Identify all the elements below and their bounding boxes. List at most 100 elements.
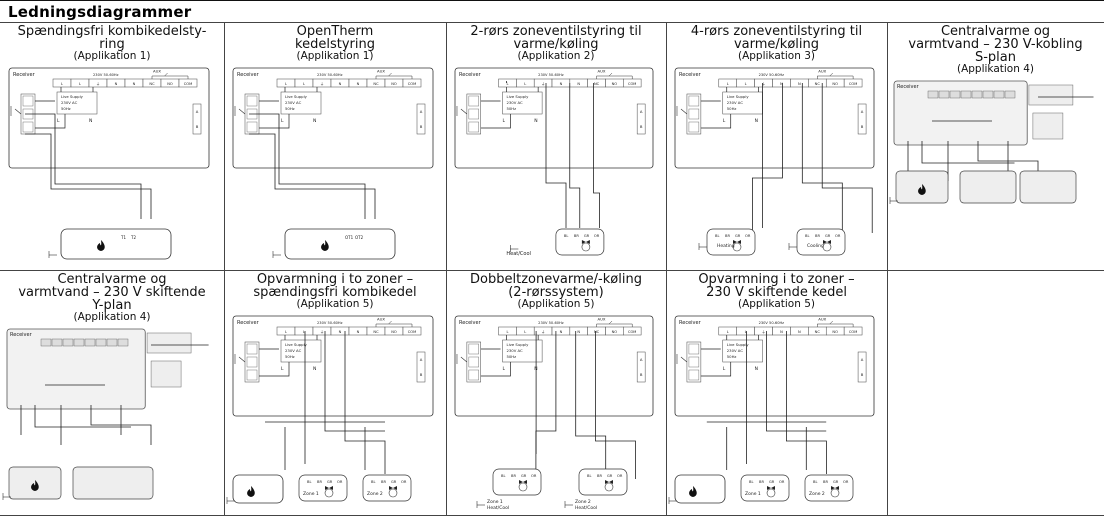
receiver-label: Receiver xyxy=(13,72,36,78)
cell-title-line: varmtvand – 230 V skiftende xyxy=(18,285,206,300)
voltage-label: 230V 50-60Hz xyxy=(538,73,564,77)
supply-label: 230V AC xyxy=(506,100,523,105)
terminal-label: COM xyxy=(628,82,636,86)
terminal-label: N xyxy=(560,82,563,86)
terminal-label: COM xyxy=(408,330,416,334)
application-label: (Applikation 5) xyxy=(517,298,595,310)
valve-terminal: BL xyxy=(587,474,591,478)
terminal-label: ⏚ xyxy=(320,329,324,334)
zone2-caption: Zone 2 xyxy=(575,499,591,505)
ab-terminals xyxy=(636,351,646,383)
terminal-label: N xyxy=(357,330,360,334)
valve-terminal: OR xyxy=(843,480,849,484)
valve-terminal: OR xyxy=(337,480,343,484)
terminal-label: L xyxy=(285,82,287,86)
terminal-b: B xyxy=(861,372,864,377)
ground-icon xyxy=(698,243,707,250)
application-label: (Applikation 2) xyxy=(517,50,595,62)
terminal-b: B xyxy=(196,124,199,129)
terminal-label: N xyxy=(133,82,136,86)
zone-valve xyxy=(492,468,542,496)
application-label: (Applikation 1) xyxy=(73,50,151,62)
terminal-label: L xyxy=(727,330,729,334)
boiler-box xyxy=(232,474,284,504)
grid-rule xyxy=(446,22,447,516)
supply-label: 230V AC xyxy=(285,100,302,105)
ground-icon xyxy=(272,251,281,258)
terminal-label: NO xyxy=(167,82,173,86)
boiler-box xyxy=(895,170,949,204)
terminal-label: L xyxy=(524,82,526,86)
n-label: N xyxy=(313,118,316,124)
cell-title-line: (2-rørssystem) xyxy=(508,285,604,300)
valve-caption: Heat/Cool xyxy=(506,251,531,257)
terminal-label: NC xyxy=(149,82,155,86)
receiver-label: Receiver xyxy=(237,320,260,326)
valve-terminal: BR xyxy=(725,234,730,238)
application-label: (Applikation 3) xyxy=(737,50,815,62)
valve-terminal: BL xyxy=(805,234,809,238)
terminal-label: NO xyxy=(832,82,838,86)
supply-label: Live Supply xyxy=(285,94,308,99)
supply-label: 230V AC xyxy=(61,100,78,105)
terminal-a: A xyxy=(420,357,423,362)
terminal-label: COM xyxy=(849,330,857,334)
l-label: L xyxy=(57,118,60,124)
zone-valve xyxy=(362,474,412,502)
valve-box xyxy=(72,466,154,500)
valve-icon xyxy=(733,240,741,244)
aux-label: AUX xyxy=(818,69,826,74)
terminal-label: NO xyxy=(612,82,618,86)
cell-title-line: kedelstyring xyxy=(295,37,375,52)
terminal-label: L xyxy=(506,330,508,334)
aux-label: AUX xyxy=(818,317,826,322)
voltage-label: 230V 50-60Hz xyxy=(317,321,343,325)
valve-icon xyxy=(325,486,333,490)
terminal-a: A xyxy=(420,109,423,114)
supply-label: Live Supply xyxy=(727,94,750,99)
valve-terminal: GR xyxy=(825,234,831,238)
terminal-a: A xyxy=(640,109,643,114)
valve-box xyxy=(1019,170,1077,204)
ab-terminals xyxy=(192,103,202,135)
diagram-cell: Spændingsfri kombikedelsty-ring(Applikat… xyxy=(1,23,223,269)
cell-title-line: 4-rørs zoneventilstyring til xyxy=(690,24,863,39)
motor-icon xyxy=(830,488,840,498)
valve-terminal: GR xyxy=(521,474,527,478)
valve-terminal: BR xyxy=(823,480,828,484)
ground-icon xyxy=(788,243,797,250)
grid-rule xyxy=(224,22,225,516)
cell-title-line: 230 V skiftende kedel xyxy=(706,285,847,300)
thermostat-box xyxy=(146,332,192,354)
thermostat-box xyxy=(1028,84,1074,106)
boiler-terminal-1: T1 xyxy=(120,235,126,240)
flame-icon xyxy=(247,486,255,497)
terminal-label: N xyxy=(577,82,580,86)
receiver-label: Receiver xyxy=(237,72,260,78)
ground-icon xyxy=(510,245,519,252)
valve-terminal: BR xyxy=(597,474,602,478)
valve-terminal: GR xyxy=(584,234,590,238)
terminal-label: L xyxy=(524,330,526,334)
aux-label: AUX xyxy=(153,69,161,74)
terminal-label: NO xyxy=(391,330,397,334)
grid-rule xyxy=(887,22,888,516)
valve-icon xyxy=(605,480,613,484)
supply-box xyxy=(722,339,763,363)
receiver-label: Receiver xyxy=(679,72,702,78)
aux-label: AUX xyxy=(377,317,385,322)
terminal-label: N xyxy=(357,82,360,86)
cell-title-line: OpenTherm xyxy=(296,24,374,39)
zone-valve xyxy=(740,474,790,502)
flame-icon xyxy=(97,240,105,251)
terminal-label: ⏚ xyxy=(762,329,766,334)
valve-terminal: BR xyxy=(511,474,516,478)
boiler-box xyxy=(284,228,396,260)
aux-label: AUX xyxy=(377,69,385,74)
zone-valve xyxy=(796,228,846,256)
zone1-heatcool: Heat/Cool xyxy=(487,505,509,511)
l-label: L xyxy=(503,118,506,124)
